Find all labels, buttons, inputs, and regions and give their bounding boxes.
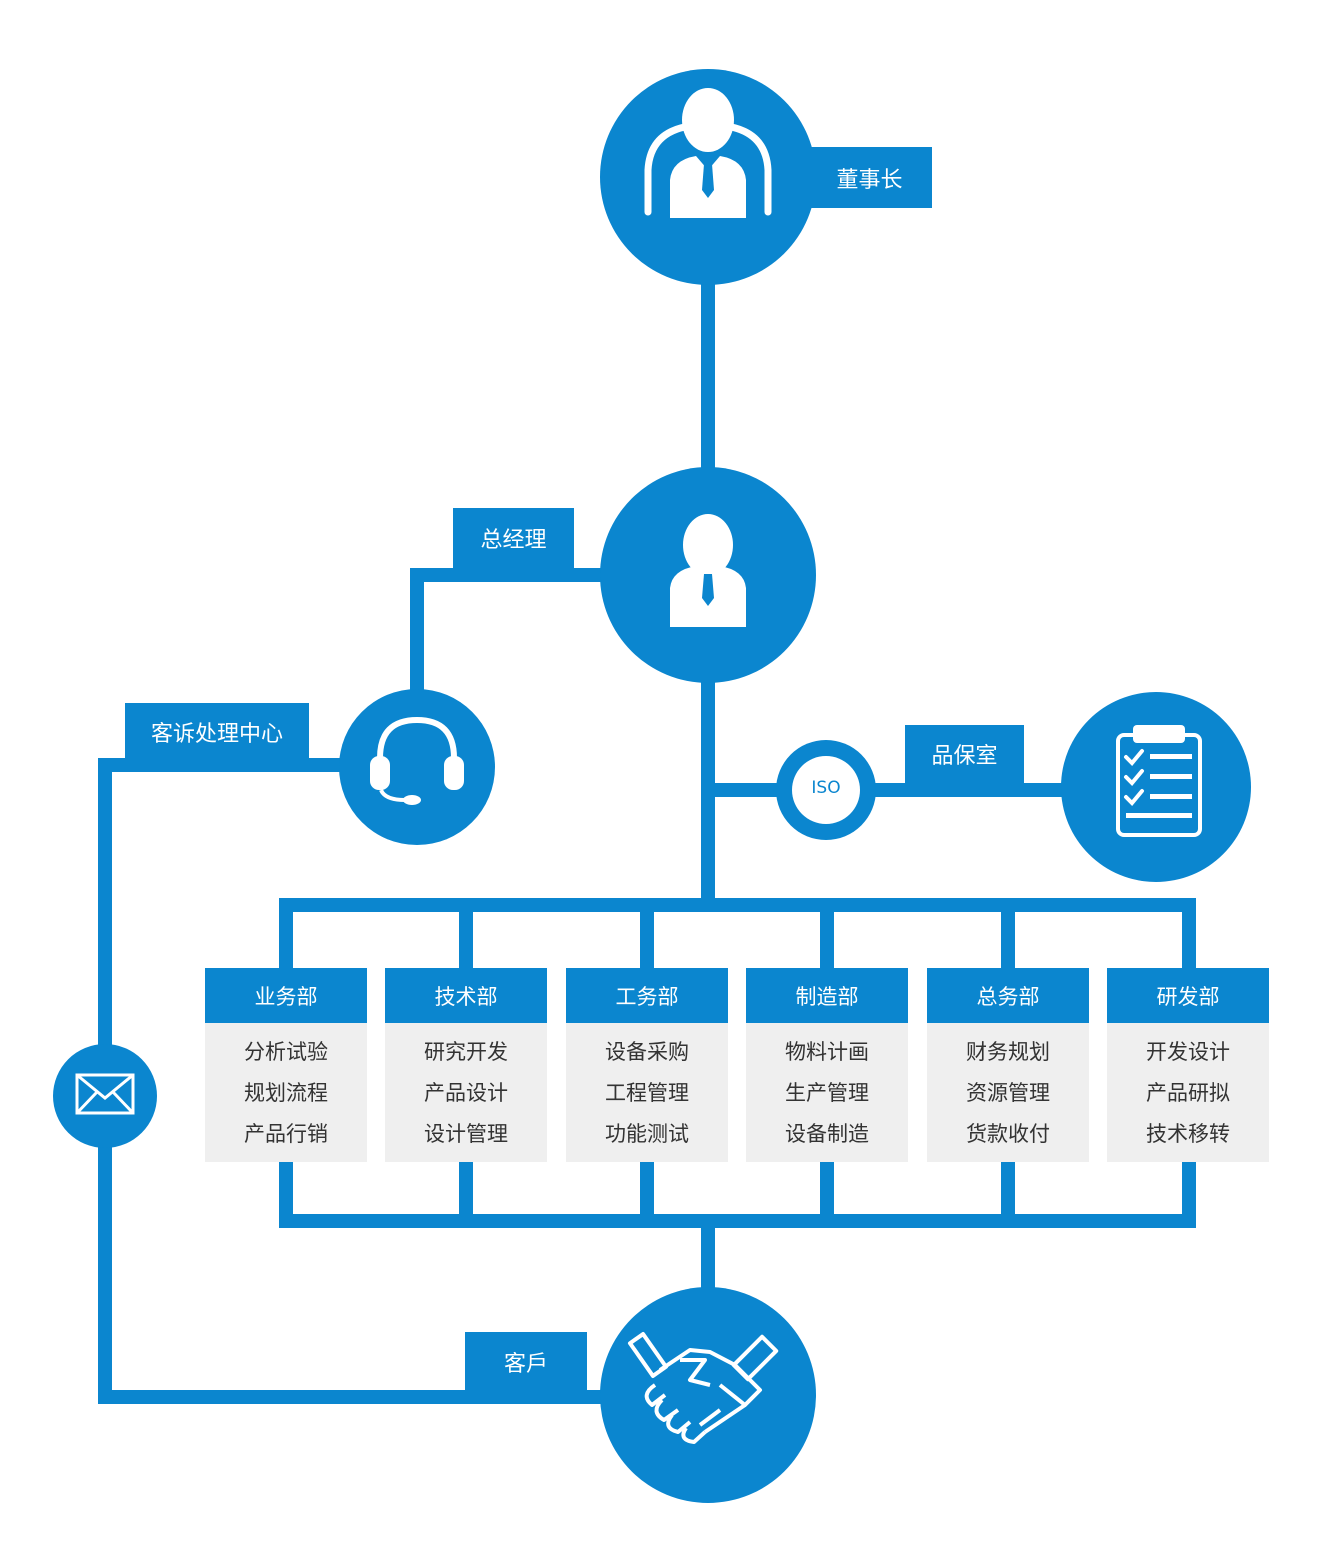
department-card-technology: 技术部 研究开发 产品设计 设计管理 (385, 968, 547, 1162)
chairman-node (600, 69, 816, 285)
department-items: 开发设计 产品研拟 技术移转 (1107, 1023, 1269, 1162)
department-item: 功能测试 (605, 1122, 689, 1146)
department-card-general-affairs: 总务部 财务规划 资源管理 货款收付 (927, 968, 1089, 1162)
department-card-manufacturing: 制造部 物料计画 生产管理 设备制造 (746, 968, 908, 1162)
department-card-business: 业务部 分析试验 规划流程 产品行销 (205, 968, 367, 1162)
department-item: 设计管理 (424, 1122, 508, 1146)
department-item: 产品行销 (244, 1122, 328, 1146)
department-items: 分析试验 规划流程 产品行销 (205, 1023, 367, 1162)
tie-icon (702, 164, 714, 198)
department-item: 设备制造 (785, 1122, 869, 1146)
complaint-center-node (339, 689, 495, 845)
iso-badge: ISO (811, 778, 841, 798)
department-items: 研究开发 产品设计 设计管理 (385, 1023, 547, 1162)
customer-node (600, 1287, 816, 1503)
department-items: 财务规划 资源管理 货款收付 (927, 1023, 1089, 1162)
quality-label: 品保室 (905, 725, 1024, 783)
department-items: 物料计画 生产管理 设备制造 (746, 1023, 908, 1162)
department-title: 技术部 (385, 968, 547, 1023)
department-title: 总务部 (927, 968, 1089, 1023)
department-item: 研究开发 (424, 1040, 508, 1064)
department-item: 物料计画 (785, 1040, 869, 1064)
customer-label: 客戶 (465, 1332, 587, 1391)
department-item: 资源管理 (966, 1081, 1050, 1105)
mail-node (53, 1044, 157, 1148)
department-item: 生产管理 (785, 1081, 869, 1105)
department-item: 分析试验 (244, 1040, 328, 1064)
general-manager-label: 总经理 (453, 508, 574, 568)
handshake-icon (627, 1332, 779, 1444)
complaint-center-label: 客诉处理中心 (125, 703, 309, 761)
department-item: 工程管理 (605, 1081, 689, 1105)
iso-node (776, 740, 876, 840)
connector-lines (98, 280, 1196, 1404)
department-items: 设备采购 工程管理 功能测试 (566, 1023, 728, 1162)
chairman-label: 董事长 (807, 147, 932, 208)
executive-icon (644, 122, 772, 216)
department-card-rnd: 研发部 开发设计 产品研拟 技术移转 (1107, 968, 1269, 1162)
department-item: 产品设计 (424, 1081, 508, 1105)
quality-node (1061, 692, 1251, 882)
department-item: 开发设计 (1146, 1040, 1230, 1064)
general-manager-node (600, 467, 816, 683)
department-item: 财务规划 (966, 1040, 1050, 1064)
department-item: 货款收付 (966, 1122, 1050, 1146)
envelope-icon (75, 1073, 135, 1115)
department-item: 技术移转 (1146, 1122, 1230, 1146)
department-title: 业务部 (205, 968, 367, 1023)
department-title: 研发部 (1107, 968, 1269, 1023)
department-title: 制造部 (746, 968, 908, 1023)
headset-icon (370, 716, 464, 805)
department-item: 产品研拟 (1146, 1081, 1230, 1105)
department-title: 工务部 (566, 968, 728, 1023)
department-item: 设备采购 (605, 1040, 689, 1064)
department-item: 规划流程 (244, 1081, 328, 1105)
clipboard-checklist-icon (1116, 725, 1202, 837)
department-card-engineering: 工务部 设备采购 工程管理 功能测试 (566, 968, 728, 1162)
